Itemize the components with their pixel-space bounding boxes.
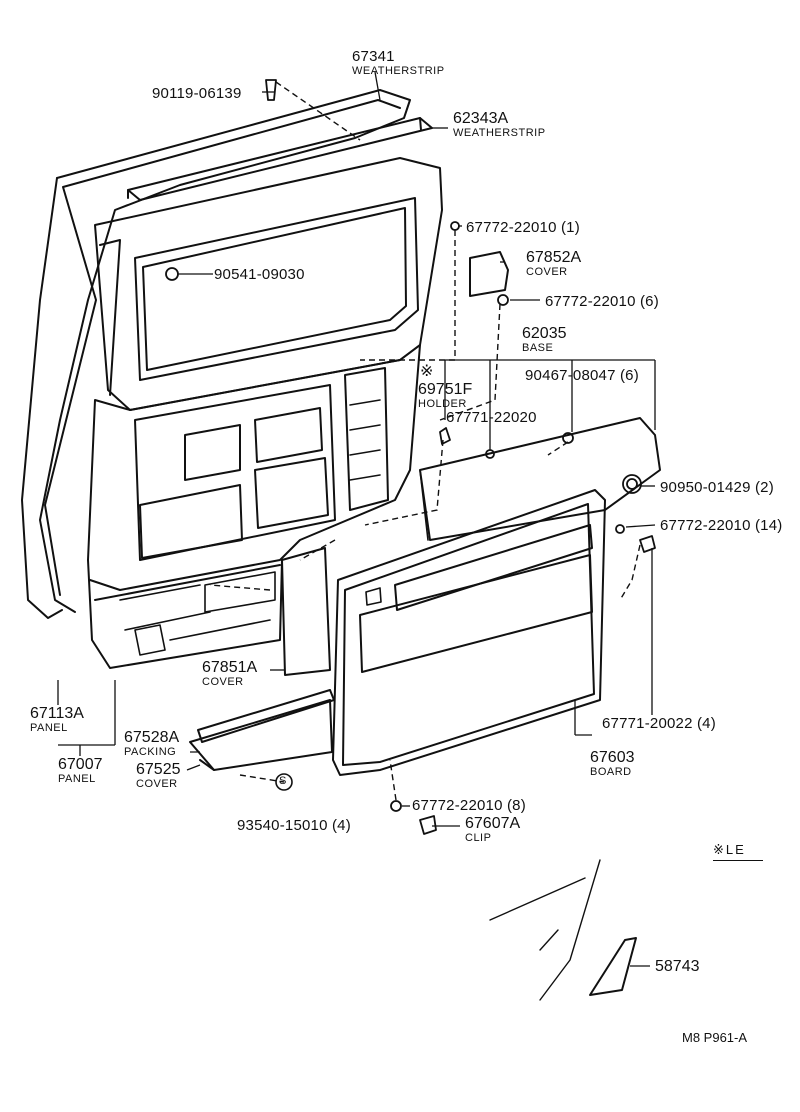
callout-67771-22020: 67771-22020 (446, 409, 537, 426)
callout-62343a-number: 62343A (453, 110, 509, 127)
note-marker-underline (713, 860, 763, 861)
dashed-leaders (209, 81, 641, 801)
callout-67113a-number: 67113A (30, 705, 84, 722)
callout-67113a-name: PANEL (30, 722, 68, 734)
callout-67851a-name: COVER (202, 676, 244, 688)
callout-69751f-number: 69751F (418, 381, 473, 398)
callout-67852a-number: 67852A (526, 249, 582, 266)
callout-67528a-number: 67528A (124, 729, 180, 746)
item-58743-shape (489, 859, 637, 1001)
cover-67851a (281, 547, 331, 676)
callout-67603-name: BOARD (590, 766, 632, 778)
callout-67607a-number: 67607A (465, 815, 521, 832)
callout-90541-09030: 90541-09030 (214, 266, 305, 283)
callout-58743: 58743 (655, 958, 700, 975)
callout-67007-number: 67007 (58, 756, 103, 773)
board-67603 (332, 489, 606, 776)
callout-67528a-name: PACKING (124, 746, 177, 758)
callout-67772-22010-6: 67772-22010 (6) (545, 293, 659, 310)
callout-69751f-name: HOLDER (418, 398, 467, 410)
callout-67525-name: COVER (136, 778, 178, 790)
s-symbol-label: S (279, 775, 287, 787)
callout-67772-22010-8: 67772-22010 (8) (412, 797, 526, 814)
footer-code: M8 P961-A (682, 1030, 748, 1045)
callout-62035-name: BASE (522, 342, 554, 354)
callout-67341-name: WEATHERSTRIP (352, 65, 445, 77)
callout-67771-20022: 67771-20022 (4) (602, 715, 716, 732)
callout-62035-number: 62035 (522, 325, 567, 342)
callout-67772-22010-1: 67772-22010 (1) (466, 219, 580, 236)
callout-67852a-name: COVER (526, 266, 568, 278)
note-marker-le: ※LE (713, 842, 746, 857)
callout-69751f-marker: ※ (420, 363, 434, 380)
callout-67341-number: 67341 (352, 48, 395, 65)
door-panel-frame (87, 157, 443, 669)
callout-93540-15010: 93540-15010 (4) (237, 817, 351, 834)
packing-and-cover (189, 689, 335, 771)
callout-90950-01429: 90950-01429 (2) (660, 479, 774, 496)
callout-67525-number: 67525 (136, 761, 181, 778)
callout-62343a-name: WEATHERSTRIP (453, 127, 546, 139)
callout-67603-number: 67603 (590, 749, 635, 766)
callout-90119-06139: 90119-06139 (152, 85, 242, 102)
base-62035 (419, 417, 661, 541)
callout-67607a-name: CLIP (465, 832, 492, 844)
callout-67772-22010-14: 67772-22010 (14) (660, 517, 783, 534)
callout-90467-08047: 90467-08047 (6) (525, 367, 639, 384)
s-symbol-ring (275, 773, 293, 791)
solid-leaders (57, 71, 656, 967)
callout-67007-name: PANEL (58, 773, 96, 785)
callout-67851a-number: 67851A (202, 659, 258, 676)
cover-67852a (469, 251, 509, 297)
